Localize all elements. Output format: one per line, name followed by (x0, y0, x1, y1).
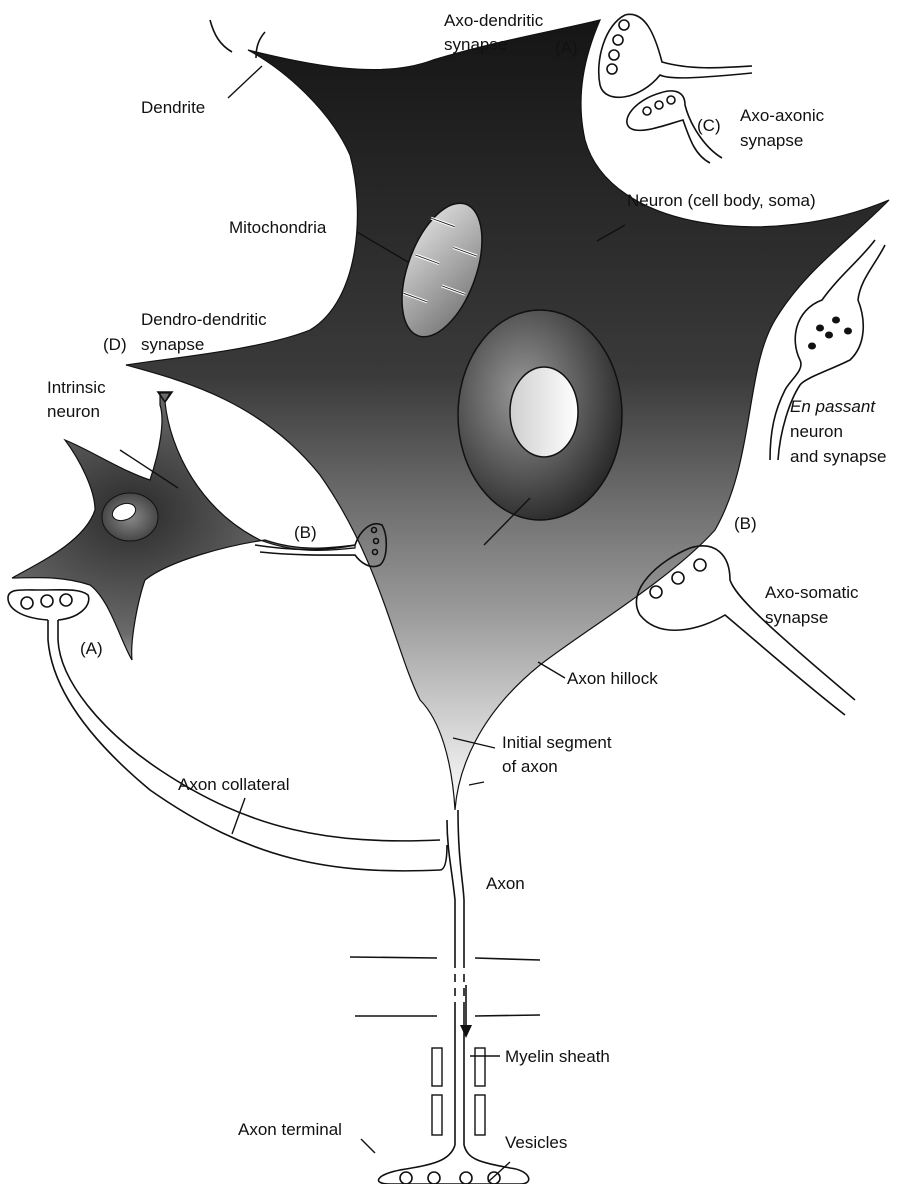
label-initial-segment-of-axon: of axon (502, 757, 558, 776)
vesicle-dot (808, 343, 816, 350)
leader-dendrite (228, 66, 262, 98)
vesicle-dot (844, 328, 852, 335)
vesicle (694, 559, 706, 571)
label-axo-somatic: Axo-somatic (765, 583, 859, 602)
axon-break (455, 960, 464, 1010)
axon-left-edge (447, 820, 455, 960)
label-tag-a-top: (A) (555, 38, 578, 57)
label-axo-somatic-synapse: synapse (765, 608, 828, 627)
label-tag-a-left: (A) (80, 639, 103, 658)
myelin-left-2 (432, 1095, 442, 1135)
label-axon: Axon (486, 874, 525, 893)
axon-collateral-inner (58, 620, 440, 841)
label-tag-d: (D) (103, 335, 127, 354)
label-mitochondria: Mitochondria (229, 218, 327, 237)
arrow-head (460, 1025, 472, 1038)
label-en-passant-neuron: neuron (790, 422, 843, 441)
vesicle-dot (816, 325, 824, 332)
vesicle (619, 20, 629, 30)
bouton-a-top (599, 14, 752, 97)
vesicle (41, 595, 53, 607)
label-axo-dendritic-synapse: synapse (444, 35, 507, 54)
vesicle (667, 96, 675, 104)
label-tag-b-left: (B) (294, 523, 317, 542)
vesicle (643, 107, 651, 115)
bouton-a-left (8, 590, 89, 620)
vesicle (672, 572, 684, 584)
myelin-left-1 (432, 1048, 442, 1086)
label-myelin-sheath: Myelin sheath (505, 1047, 610, 1066)
vesicle (607, 64, 617, 74)
label-axon-terminal: Axon terminal (238, 1120, 342, 1139)
myelin-right-1 (475, 1048, 485, 1086)
leader-axon-collateral (232, 798, 245, 834)
label-intrinsic: Intrinsic (47, 378, 106, 397)
vesicle-dot (825, 332, 833, 339)
label-axon-collateral: Axon collateral (178, 775, 290, 794)
label-axo-dendritic: Axo-dendritic (444, 11, 544, 30)
vesicle (655, 101, 663, 109)
vesicle (428, 1172, 440, 1184)
vesicle (609, 50, 619, 60)
axon-collateral-outer (48, 620, 447, 871)
vesicle (650, 586, 662, 598)
label-vesicles: Vesicles (505, 1133, 567, 1152)
label-tag-c: (C) (697, 116, 721, 135)
break-line-top (350, 957, 540, 960)
leader-axon-hillock (538, 662, 565, 678)
label-dendrite: Dendrite (141, 98, 205, 117)
vesicle-dot (832, 317, 840, 324)
vesicle (21, 597, 33, 609)
vesicle (488, 1172, 500, 1184)
nucleolus (510, 367, 578, 457)
dendrite-tip (210, 20, 232, 52)
vesicle (460, 1172, 472, 1184)
label-axo-axonic: Axo-axonic (740, 106, 825, 125)
vesicle (613, 35, 623, 45)
label-en-passant-synapse: and synapse (790, 447, 886, 466)
label-intrinsic-neuron: neuron (47, 402, 100, 421)
break-line-bottom (355, 1015, 540, 1016)
leader-axon (469, 782, 484, 785)
vesicle (400, 1172, 412, 1184)
label-axo-axonic-synapse: synapse (740, 131, 803, 150)
leader-axon-terminal (361, 1139, 375, 1153)
myelin-right-2 (475, 1095, 485, 1135)
label-neuron-soma: Neuron (cell body, soma) (627, 191, 816, 210)
vesicle (60, 594, 72, 606)
axon-right-edge (458, 810, 464, 960)
label-dendro-dendritic: Dendro-dendritic (141, 310, 267, 329)
label-en-passant: En passant (790, 397, 876, 416)
label-tag-b-right: (B) (734, 514, 757, 533)
label-axon-hillock: Axon hillock (567, 669, 658, 688)
label-initial-segment: Initial segment (502, 733, 612, 752)
label-dendro-dendritic-synapse: synapse (141, 335, 204, 354)
